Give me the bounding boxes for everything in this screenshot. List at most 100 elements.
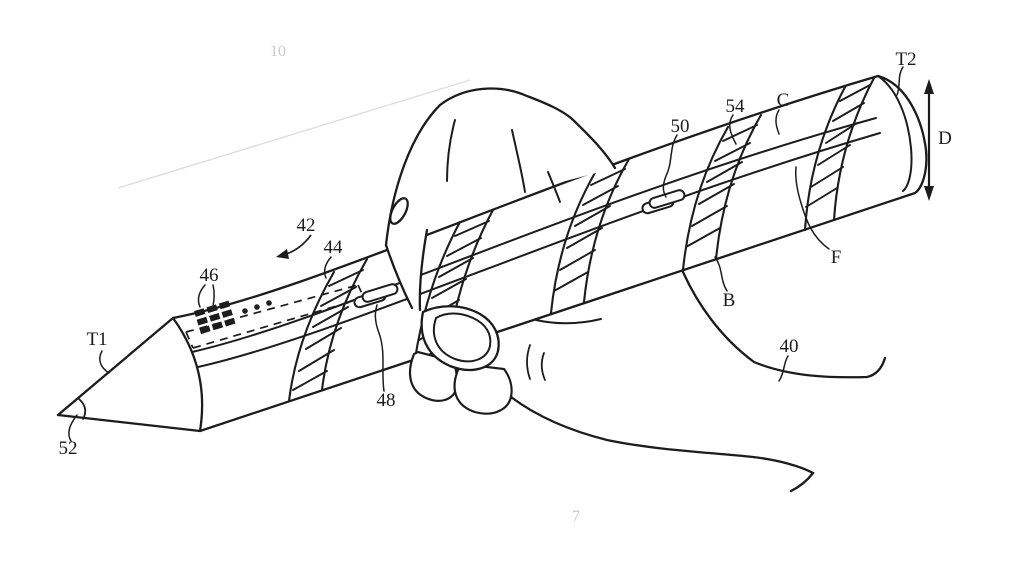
dot — [266, 300, 272, 306]
tip-cone-base-arc — [171, 316, 204, 433]
label-44: 44 — [324, 237, 344, 258]
index-dots — [242, 300, 272, 314]
faint-label-7: 7 — [572, 508, 580, 525]
leader-52 — [68, 414, 78, 442]
leader-lines — [68, 66, 904, 442]
band-hatching — [553, 168, 626, 292]
palm-wrist-edge — [681, 270, 887, 379]
hatched-band-4 — [681, 113, 763, 272]
band-arc — [714, 113, 763, 261]
tip-angle-arc — [78, 398, 87, 420]
contact-pad — [211, 321, 224, 331]
fingertip-under-barrel — [535, 318, 602, 325]
label-54: 54 — [726, 96, 746, 117]
hatched-band-3 — [549, 157, 631, 315]
leader-44 — [323, 256, 332, 279]
contact-pad — [224, 317, 236, 327]
label-D: D — [938, 128, 952, 149]
rotation-arrow-42 — [276, 234, 312, 259]
hatched-bands — [287, 76, 876, 403]
band-arc — [413, 220, 462, 361]
band-hatching — [292, 269, 364, 391]
hand-knuckles-fill — [386, 88, 615, 310]
dot — [242, 308, 248, 314]
band-arc — [320, 257, 369, 392]
leader-F — [795, 166, 830, 250]
leader-54 — [728, 114, 737, 145]
slot-48 — [353, 283, 399, 309]
band-hatching — [805, 84, 871, 208]
label-40: 40 — [780, 336, 799, 357]
index-fingernail — [389, 197, 409, 225]
label-T2: T2 — [895, 49, 916, 70]
tip-cone-upper-edge — [56, 316, 175, 417]
band-arc — [287, 270, 336, 403]
leader-48 — [374, 304, 385, 392]
faint-label-10: 10 — [270, 43, 286, 60]
end-cap-outline — [876, 74, 928, 195]
label-48: 48 — [377, 390, 396, 411]
hand-knuckles-outline — [384, 87, 617, 247]
diameter-arrow — [924, 79, 934, 201]
leader-T2 — [896, 66, 904, 96]
knuckle-crease — [446, 119, 456, 182]
hand — [384, 87, 887, 493]
band-arc — [803, 85, 847, 232]
tip-cone-lower-edge — [56, 413, 202, 433]
slot-outline — [361, 283, 399, 303]
dashed-line-right — [357, 284, 365, 299]
leader-C — [775, 109, 780, 135]
end-cap-inner-arc — [877, 75, 913, 192]
hatched-band-2 — [413, 208, 495, 361]
contact-pad — [194, 308, 206, 317]
leader-T1 — [99, 350, 110, 374]
contact-pad — [221, 309, 233, 318]
contact-pad — [218, 300, 231, 310]
barrel-facet-line-2 — [197, 132, 881, 368]
barrel-bottom-edge — [198, 191, 917, 433]
label-50: 50 — [671, 116, 690, 137]
hand-bottom-outline — [509, 395, 815, 493]
thumbnail — [432, 312, 492, 363]
leader-46b — [212, 284, 215, 307]
thumb-base-crease — [526, 344, 531, 380]
band-arc — [681, 125, 730, 272]
label-F: F — [831, 247, 842, 268]
thumb-base-crease — [540, 352, 546, 381]
faint-leader-line — [117, 79, 471, 189]
contact-pad — [206, 304, 218, 314]
barrel-facet-line-1 — [191, 117, 877, 353]
leader-50 — [662, 134, 678, 198]
band-arc — [582, 157, 631, 304]
arrow-head-up — [924, 79, 934, 94]
band-arc — [549, 169, 598, 315]
index-finger-front-edge — [418, 228, 429, 312]
knuckle-crease — [547, 171, 561, 203]
knuckle-crease — [511, 129, 526, 193]
slot-outline — [648, 189, 686, 209]
reference-labels: T1 52 46 42 44 48 50 54 C F B 40 T2 D — [59, 49, 952, 459]
band-hatching — [418, 220, 490, 341]
label-46: 46 — [200, 265, 219, 286]
contact-pad — [196, 316, 208, 326]
label-42: 42 — [297, 215, 316, 236]
faint-artifacts: 10 7 — [117, 43, 580, 525]
contact-pad-array — [194, 300, 236, 335]
label-C: C — [777, 90, 790, 111]
leader-B — [714, 256, 728, 292]
curled-finger-2 — [453, 362, 513, 415]
slot-50 — [641, 189, 686, 215]
contact-pad — [199, 325, 211, 335]
leader-40 — [778, 355, 789, 382]
dashed-line-left — [185, 331, 194, 349]
hatched-band-5 — [803, 76, 876, 232]
arrow-head-down — [924, 186, 934, 201]
index-finger-left-edge — [384, 243, 414, 310]
contact-pad — [209, 313, 221, 322]
arrow-head — [276, 249, 289, 259]
band-hatching — [685, 124, 758, 248]
label-52: 52 — [59, 438, 78, 459]
leader-46a — [197, 284, 206, 308]
